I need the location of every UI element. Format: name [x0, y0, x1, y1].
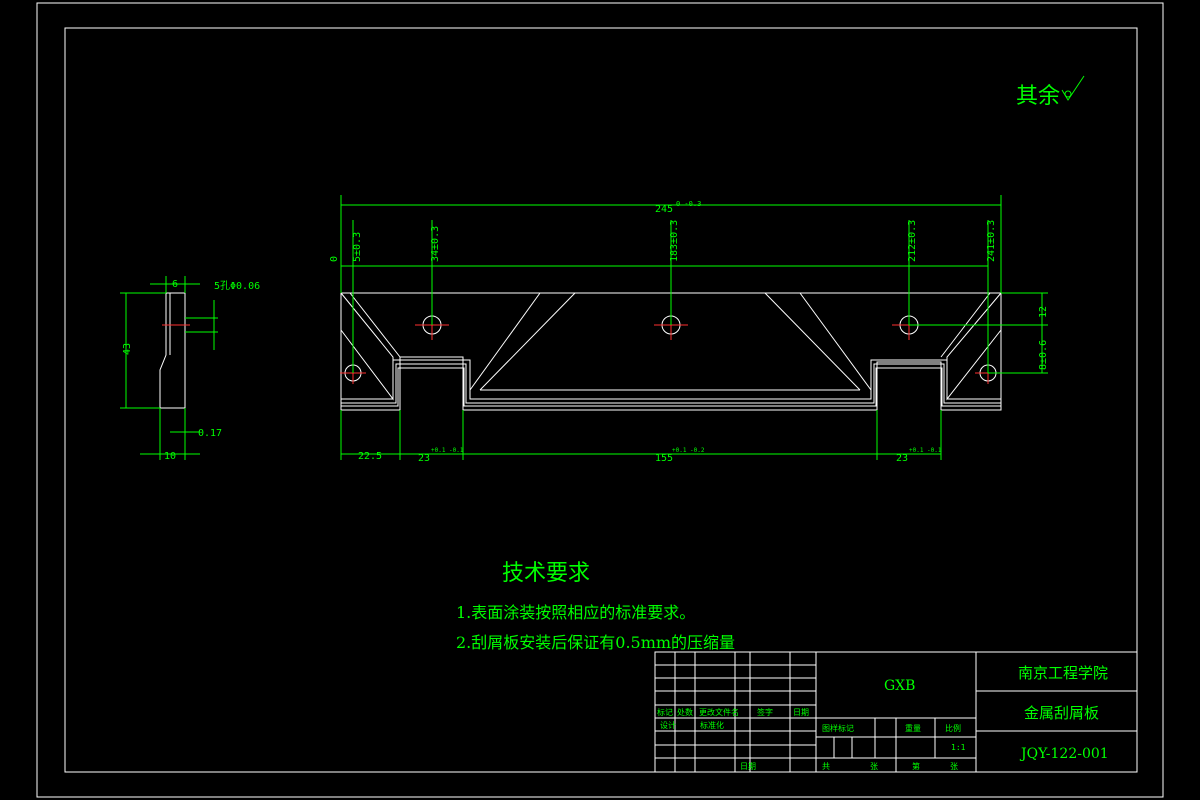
center-right-diagonal	[764, 292, 861, 391]
tech-line-2: 2.刮屑板安装后保证有0.5mm的压缩量	[456, 633, 735, 652]
center-left-diagonal	[469, 292, 541, 391]
bevel-line-2	[341, 363, 1001, 404]
part-name: 金属刮屑板	[1024, 704, 1099, 722]
surface-roughness-mark: 其余	[1016, 75, 1085, 109]
svg-text:241±0.3: 241±0.3	[986, 220, 997, 262]
roughness-circle-icon	[1064, 90, 1072, 98]
inner-border	[64, 27, 1138, 773]
svg-text:第: 第	[912, 761, 920, 771]
svg-text:处数: 处数	[677, 707, 693, 717]
svg-text:5孔Φ0.06: 5孔Φ0.06	[214, 280, 260, 292]
svg-text:6: 6	[172, 279, 178, 290]
svg-text:0.17: 0.17	[198, 428, 222, 439]
drawing-number: JQY-122-001	[1019, 746, 1109, 762]
svg-text:张: 张	[950, 762, 958, 771]
svg-text:43: 43	[122, 343, 133, 355]
main-view: 245 0 -0.3 0 5±0.3 34±0.3 183±0.3 212±0.…	[329, 195, 1049, 464]
right-diagonal-cutout	[946, 292, 1002, 401]
bevel-line-3	[341, 367, 1001, 407]
svg-text:日期: 日期	[740, 762, 756, 771]
svg-text:签字: 签字	[757, 707, 773, 717]
center-right-diagonal-2	[799, 292, 872, 391]
svg-text:34±0.3: 34±0.3	[430, 226, 441, 262]
svg-text:更改文件名: 更改文件名	[699, 707, 739, 717]
svg-text:23: 23	[896, 453, 908, 464]
side-view: 10 43 6 5孔Φ0.06 0.17	[120, 276, 260, 462]
bevel-line-1	[341, 359, 1001, 400]
technical-requirements: 技术要求 1.表面涂装按照相应的标准要求。 2.刮屑板安装后保证有0.5mm的压…	[456, 561, 735, 652]
surface-mark-text: 其余	[1016, 84, 1060, 109]
side-profile	[159, 292, 186, 409]
svg-text:标准化: 标准化	[700, 720, 724, 730]
svg-text:+0.1 -0.2: +0.1 -0.2	[672, 447, 705, 454]
svg-text:8±0.6: 8±0.6	[1038, 340, 1049, 370]
svg-text:日期: 日期	[793, 708, 809, 717]
svg-text:212±0.3: 212±0.3	[907, 220, 918, 262]
svg-text:+0.1 -0.1: +0.1 -0.1	[909, 447, 942, 454]
svg-text:共: 共	[822, 762, 830, 771]
svg-text:245: 245	[655, 204, 673, 215]
roughness-symbol-icon	[1061, 75, 1085, 101]
svg-text:23: 23	[418, 453, 430, 464]
tech-line-1: 1.表面涂装按照相应的标准要求。	[456, 603, 695, 622]
bottom-dimensions: 22.5 23 +0.1 -0.1 155 +0.1 -0.2 23 +0.1 …	[340, 410, 942, 464]
svg-text:比例: 比例	[945, 723, 961, 733]
svg-text:155: 155	[655, 453, 673, 464]
right-dimensions: 12 8±0.6	[909, 292, 1049, 374]
svg-text:1:1: 1:1	[951, 743, 966, 752]
svg-text:0 -0.3: 0 -0.3	[676, 200, 701, 208]
tech-title: 技术要求	[502, 561, 590, 586]
svg-text:22.5: 22.5	[358, 451, 382, 462]
svg-text:0: 0	[329, 256, 340, 262]
left-inner-diagonal	[349, 292, 401, 358]
top-dimensions: 245 0 -0.3 0 5±0.3 34±0.3 183±0.3 212±0.…	[329, 195, 1002, 373]
svg-text:+0.1 -0.1: +0.1 -0.1	[431, 447, 464, 454]
svg-text:10: 10	[164, 451, 176, 462]
svg-text:标记: 标记	[657, 707, 673, 717]
svg-text:12: 12	[1038, 306, 1049, 318]
svg-text:重量: 重量	[905, 723, 921, 733]
svg-text:图样标记: 图样标记	[822, 723, 854, 733]
svg-text:183±0.3: 183±0.3	[669, 220, 680, 262]
outer-border	[36, 2, 1164, 798]
svg-text:5±0.3: 5±0.3	[352, 232, 363, 262]
center-left-diagonal-2	[479, 292, 576, 391]
svg-text:设计: 设计	[660, 720, 676, 730]
svg-text:张: 张	[870, 762, 878, 771]
school-name: 南京工程学院	[1018, 664, 1108, 682]
material-code: GXB	[884, 678, 915, 694]
left-diagonal-cutout	[340, 292, 394, 401]
title-block: 标记 处数 更改文件名 签字 日期 设计 标准化 日期 GXB 图样标记 重量 …	[654, 651, 1138, 773]
